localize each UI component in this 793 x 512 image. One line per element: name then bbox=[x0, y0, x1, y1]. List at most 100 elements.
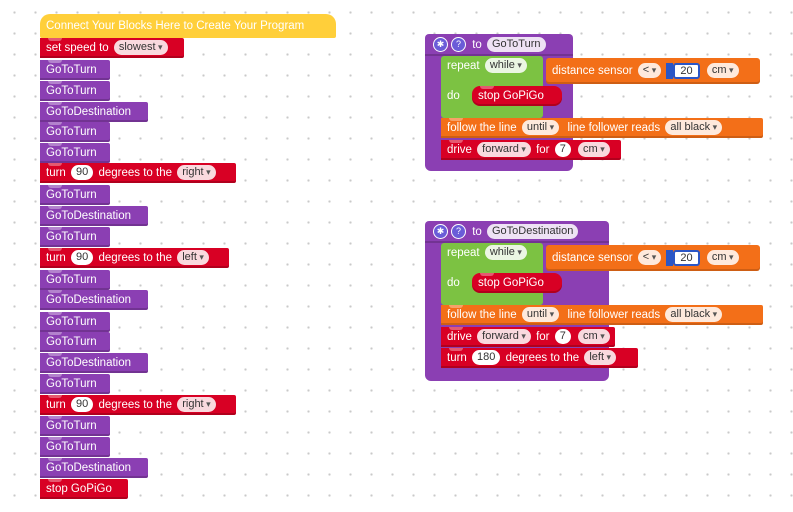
function-gotodestination-header[interactable]: ✱? to GoToDestination bbox=[425, 221, 609, 243]
function-name-field[interactable]: GoToTurn bbox=[487, 37, 546, 53]
distance-sensor-block[interactable]: distance sensor < 20 cm bbox=[546, 58, 760, 84]
goto-destination-label: GoToDestination bbox=[46, 462, 132, 474]
follow-line-block[interactable]: follow the line until line follower read… bbox=[441, 118, 763, 138]
goto-turn-label: GoToTurn bbox=[46, 274, 97, 286]
function-to-label: to bbox=[472, 39, 482, 51]
function-to-label: to bbox=[472, 226, 482, 238]
distance-value-field[interactable]: 20 bbox=[673, 249, 700, 266]
goto-destination-block[interactable]: GoToDestination bbox=[40, 458, 148, 478]
turn-block[interactable]: turn 90 degrees to the right bbox=[40, 395, 236, 415]
drive-for-label: for bbox=[536, 331, 550, 343]
drive-label: drive bbox=[447, 144, 472, 156]
turn-degrees-field[interactable]: 180 bbox=[472, 350, 501, 366]
stop-gopigo-block[interactable]: stop GoPiGo bbox=[40, 479, 128, 499]
turn-block[interactable]: turn 90 degrees to the right bbox=[40, 163, 236, 183]
follow-mode-dropdown[interactable]: until bbox=[521, 120, 560, 136]
goto-destination-label: GoToDestination bbox=[46, 294, 132, 306]
drive-block[interactable]: drive forward for 7 cm bbox=[441, 327, 615, 347]
goto-turn-block[interactable]: GoToTurn bbox=[40, 332, 110, 352]
do-label: do bbox=[447, 90, 460, 102]
drive-unit-dropdown[interactable]: cm bbox=[578, 142, 610, 158]
goto-turn-block[interactable]: GoToTurn bbox=[40, 270, 110, 290]
repeat-label: repeat bbox=[447, 247, 480, 259]
repeat-while-header[interactable]: repeat while bbox=[441, 56, 535, 76]
goto-destination-block[interactable]: GoToDestination bbox=[40, 353, 148, 373]
goto-turn-label: GoToTurn bbox=[46, 441, 97, 453]
repeat-mode-dropdown[interactable]: while bbox=[484, 245, 527, 261]
function-name-field[interactable]: GoToDestination bbox=[487, 224, 579, 240]
goto-destination-block[interactable]: GoToDestination bbox=[40, 206, 148, 226]
follow-line-label: follow the line bbox=[447, 309, 517, 321]
goto-destination-block[interactable]: GoToDestination bbox=[40, 290, 148, 310]
goto-turn-block[interactable]: GoToTurn bbox=[40, 143, 110, 163]
goto-turn-block[interactable]: GoToTurn bbox=[40, 437, 110, 457]
turn-direction-dropdown[interactable]: left bbox=[177, 250, 209, 266]
do-label-row: do bbox=[441, 86, 466, 106]
turn-direction-dropdown[interactable]: right bbox=[177, 165, 216, 181]
compare-op-dropdown[interactable]: < bbox=[637, 250, 662, 266]
turn-label: turn bbox=[447, 352, 467, 364]
goto-turn-block[interactable]: GoToTurn bbox=[40, 122, 110, 142]
goto-turn-label: GoToTurn bbox=[46, 420, 97, 432]
goto-turn-block[interactable]: GoToTurn bbox=[40, 81, 110, 101]
drive-block[interactable]: drive forward for 7 cm bbox=[441, 140, 621, 160]
distance-sensor-block[interactable]: distance sensor < 20 cm bbox=[546, 245, 760, 271]
drive-distance-field[interactable]: 7 bbox=[554, 329, 571, 345]
help-icon[interactable]: ? bbox=[451, 37, 466, 53]
help-icon[interactable]: ? bbox=[451, 224, 466, 240]
turn-degrees-label: degrees to the bbox=[505, 352, 580, 364]
drive-direction-dropdown[interactable]: forward bbox=[477, 142, 531, 158]
turn-degrees-field[interactable]: 90 bbox=[71, 397, 94, 413]
goto-turn-block[interactable]: GoToTurn bbox=[40, 227, 110, 247]
line-follower-value-dropdown[interactable]: all black bbox=[665, 307, 723, 323]
compare-op-dropdown[interactable]: < bbox=[637, 63, 662, 79]
turn-label: turn bbox=[46, 167, 66, 179]
drive-distance-field[interactable]: 7 bbox=[554, 142, 571, 158]
function-gototurn-header[interactable]: ✱? to GoToTurn bbox=[425, 34, 573, 56]
turn-degrees-field[interactable]: 90 bbox=[71, 250, 94, 266]
gear-icon[interactable]: ✱ bbox=[433, 224, 448, 240]
do-label-row: do bbox=[441, 273, 466, 293]
goto-turn-label: GoToTurn bbox=[46, 336, 97, 348]
turn-direction-dropdown[interactable]: right bbox=[177, 397, 216, 413]
follow-mode-dropdown[interactable]: until bbox=[521, 307, 560, 323]
goto-turn-label: GoToTurn bbox=[46, 231, 97, 243]
turn-block[interactable]: turn 180 degrees to the left bbox=[441, 348, 638, 368]
repeat-mode-dropdown[interactable]: while bbox=[484, 58, 527, 74]
repeat-label: repeat bbox=[447, 60, 480, 72]
speed-dropdown[interactable]: slowest bbox=[113, 40, 168, 56]
distance-sensor-label: distance sensor bbox=[552, 65, 633, 77]
gear-icon[interactable]: ✱ bbox=[433, 37, 448, 53]
do-label: do bbox=[447, 277, 460, 289]
distance-unit-dropdown[interactable]: cm bbox=[706, 250, 739, 266]
goto-turn-block[interactable]: GoToTurn bbox=[40, 374, 110, 394]
stop-gopigo-block[interactable]: stop GoPiGo bbox=[472, 86, 562, 106]
turn-block[interactable]: turn 90 degrees to the left bbox=[40, 248, 229, 268]
line-follower-value-dropdown[interactable]: all black bbox=[665, 120, 723, 136]
goto-turn-block[interactable]: GoToTurn bbox=[40, 185, 110, 205]
turn-direction-dropdown[interactable]: left bbox=[584, 350, 617, 366]
drive-direction-dropdown[interactable]: forward bbox=[477, 329, 531, 345]
turn-degrees-field[interactable]: 90 bbox=[71, 165, 94, 181]
goto-destination-block[interactable]: GoToDestination bbox=[40, 102, 148, 122]
goto-turn-block[interactable]: GoToTurn bbox=[40, 60, 110, 80]
number-block-cap bbox=[666, 249, 674, 266]
goto-destination-label: GoToDestination bbox=[46, 106, 132, 118]
goto-destination-label: GoToDestination bbox=[46, 357, 132, 369]
distance-value-field[interactable]: 20 bbox=[673, 62, 700, 79]
turn-degrees-label: degrees to the bbox=[98, 252, 173, 264]
goto-turn-label: GoToTurn bbox=[46, 378, 97, 390]
set-speed-block[interactable]: set speed to slowest bbox=[40, 38, 184, 58]
program-hat-label: Connect Your Blocks Here to Create Your … bbox=[46, 20, 305, 32]
repeat-while-header[interactable]: repeat while bbox=[441, 243, 535, 263]
goto-turn-block[interactable]: GoToTurn bbox=[40, 312, 110, 332]
turn-label: turn bbox=[46, 399, 66, 411]
goto-turn-label: GoToTurn bbox=[46, 126, 97, 138]
goto-turn-block[interactable]: GoToTurn bbox=[40, 416, 110, 436]
drive-unit-dropdown[interactable]: cm bbox=[578, 329, 610, 345]
follow-line-block[interactable]: follow the line until line follower read… bbox=[441, 305, 763, 325]
program-hat-block[interactable]: Connect Your Blocks Here to Create Your … bbox=[40, 14, 336, 38]
drive-label: drive bbox=[447, 331, 472, 343]
stop-gopigo-block[interactable]: stop GoPiGo bbox=[472, 273, 562, 293]
distance-unit-dropdown[interactable]: cm bbox=[706, 63, 739, 79]
